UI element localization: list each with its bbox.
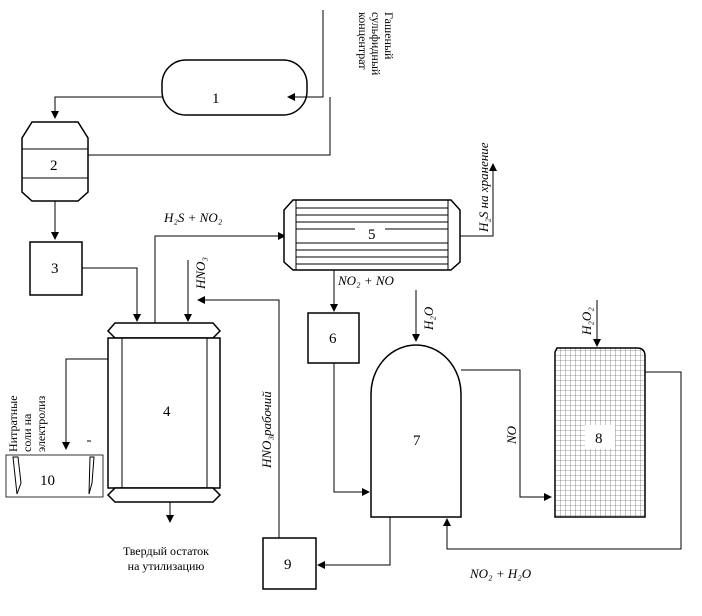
h2o2-label: H₂O₂ <box>579 307 594 336</box>
arrow-7-to-9 <box>318 517 390 565</box>
nitrate-label-line2: соли на <box>20 413 34 452</box>
unit-8-tower: 8 <box>555 348 645 517</box>
unit-2-label: 2 <box>50 158 58 174</box>
unit-1-label: 1 <box>212 91 220 107</box>
feed-label-line1: Гашеный <box>382 12 396 60</box>
unit-6-label: 6 <box>329 331 337 347</box>
feed-label-line3: концентрат <box>356 12 370 70</box>
arrow-6-to-7 <box>334 363 369 492</box>
hno3-label: HNO₃ <box>193 257 208 290</box>
solid-residue-label-line2: на утилизацию <box>128 559 205 573</box>
arrow-4-to-5 <box>155 236 285 323</box>
arrow-1-to-2 <box>55 97 162 118</box>
no2-h2o-label: NO₂ + H₂O <box>469 566 532 581</box>
unit-10-label: 10 <box>40 473 55 489</box>
h2s-storage-label: H₂S на хранение <box>476 142 491 233</box>
h2s-no2-label: H₂S + NO₂ <box>163 210 223 225</box>
unit-2-vessel: 2 <box>22 122 88 201</box>
feed-label: Гашеный сульфидный концентрат <box>356 12 396 76</box>
unit-7-column: 7 <box>371 345 461 517</box>
unit-8-label: 8 <box>595 431 603 447</box>
unit-1-vessel: 1 <box>162 60 307 115</box>
no-label: NO <box>504 425 519 445</box>
unit-9-label: 9 <box>284 557 292 573</box>
unit-3-box: 3 <box>30 242 82 295</box>
unit-4-label: 4 <box>163 404 171 420</box>
unit-6-box: 6 <box>308 313 359 363</box>
unit-5-exchanger: 5 <box>284 200 460 270</box>
unit-3-label: 3 <box>51 261 59 277</box>
hno3-working-label: HNO₃рабочий <box>259 391 274 469</box>
solid-residue-label-line1: Твердый остаток <box>123 544 209 558</box>
h2o-label: H₂O <box>421 306 436 331</box>
nitrate-label: Нитратные соли на электролиз <box>6 395 48 452</box>
unit-9-box: 9 <box>263 538 316 589</box>
no2-no-label: NO₂ + NO <box>337 273 395 288</box>
arrow-4-to-10 <box>66 359 108 449</box>
unit-10-electrolyzer: 10 <box>6 455 103 497</box>
unit-4-reactor: 4 <box>108 323 220 502</box>
nitrate-label-line3: электролиз <box>34 395 48 452</box>
arrow-3-to-4 <box>82 268 137 321</box>
unit-5-label: 5 <box>368 227 376 243</box>
nitrate-label-line1: Нитратные <box>6 395 20 452</box>
feed-label-line2: сульфидный <box>369 12 383 76</box>
unit-7-label: 7 <box>413 433 421 449</box>
